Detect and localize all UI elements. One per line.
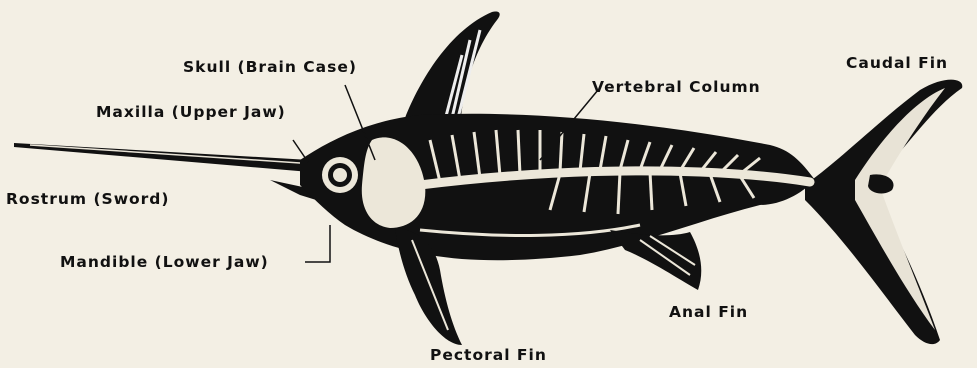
label-pectoral-fin: Pectoral Fin: [430, 346, 547, 364]
label-anal-fin: Anal Fin: [669, 303, 748, 321]
label-vertebral-column: Vertebral Column: [592, 78, 761, 96]
label-rostrum: Rostrum (Sword): [6, 190, 169, 208]
label-maxilla: Maxilla (Upper Jaw): [96, 103, 286, 121]
label-mandible: Mandible (Lower Jaw): [60, 253, 269, 271]
label-caudal-fin: Caudal Fin: [846, 54, 948, 72]
label-skull: Skull (Brain Case): [183, 58, 357, 76]
